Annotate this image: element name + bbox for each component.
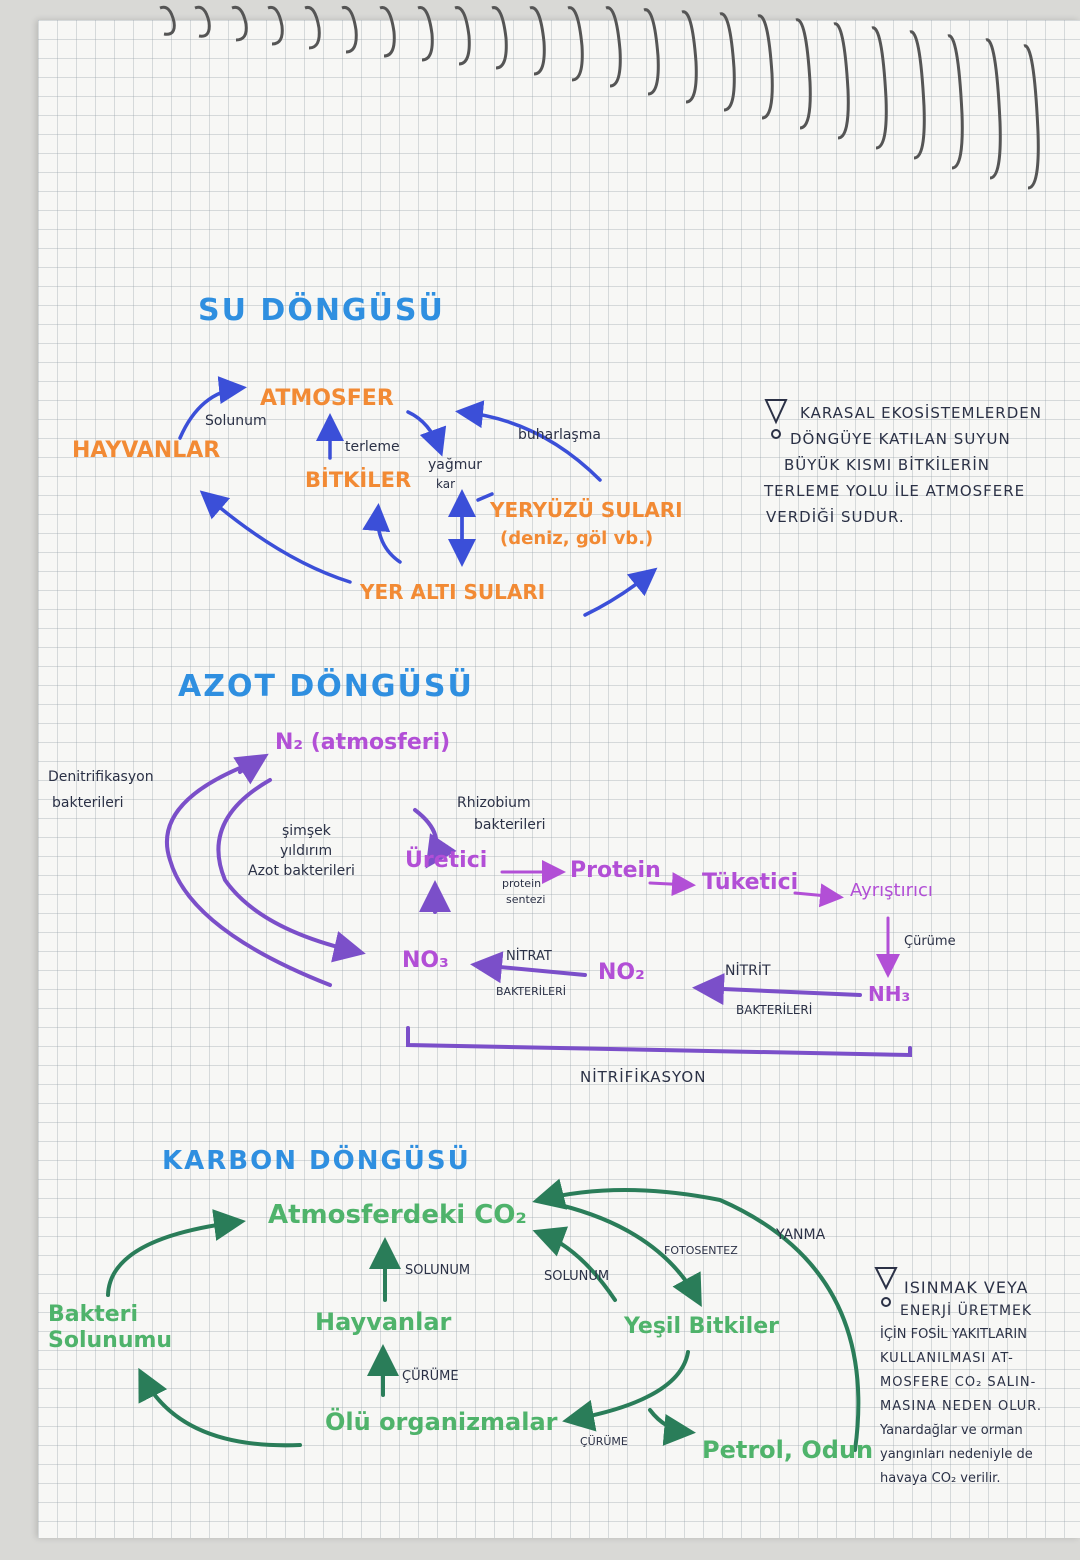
su-node-hayvanlar: HAYVANLAR [72, 438, 221, 463]
note1-line: TERLEME YOLU İLE ATMOSFERE [764, 482, 1026, 500]
azot-chain-arrows [500, 860, 900, 978]
azot-label-yildirim: yıldırım [280, 843, 333, 859]
azot-node-n2: N₂ (atmosferi) [275, 730, 451, 755]
azot-label-curume: Çürüme [904, 934, 956, 949]
note2-line: yangınları nedeniyle de [880, 1447, 1033, 1462]
su-node-atmosfer: ATMOSFER [260, 386, 394, 411]
azot-label-rhizobium: Rhizobium [457, 795, 531, 811]
note-bullets [764, 399, 898, 1307]
azot-label-protein-sentezi: sentezi [506, 893, 546, 906]
note1-line: DÖNGÜYE KATILAN SUYUN [790, 430, 1011, 448]
karbon-label-solunum: SOLUNUM [405, 1263, 471, 1278]
su-label-solunum: Solunum [205, 413, 267, 429]
azot-label-rhizobium-bak: bakterileri [474, 817, 546, 833]
note2-line: ISINMAK VEYA [904, 1278, 1029, 1297]
note2-line: havaya CO₂ verilir. [880, 1471, 1001, 1486]
azot-node-no2: NO₂ [598, 960, 645, 985]
azot-node-protein: Protein [570, 858, 661, 883]
azot-label-nitrat: NİTRAT [506, 949, 552, 964]
karbon-label-curume: ÇÜRÜME [580, 1435, 628, 1448]
note2-line: Yanardağlar ve orman [880, 1423, 1023, 1438]
note2-line: İÇİN FOSİL YAKITLARIN [880, 1327, 1027, 1342]
karbon-node-bakteri-solunumu: Solunumu [48, 1328, 173, 1353]
karbon-arrows [106, 1178, 861, 1452]
karbon-node-petrol-odun: Petrol, Odun [702, 1436, 874, 1464]
su-label-yagmur: yağmur [428, 457, 483, 473]
azot-label-simsek: şimşek [282, 823, 331, 839]
karbon-node-bakteri: Bakteri [48, 1302, 139, 1327]
note1-line: VERDİĞİ SUDUR. [766, 508, 905, 526]
su-node-yeryuzu-sub: (deniz, göl vb.) [500, 528, 654, 549]
azot-node-no3: NO₃ [402, 948, 449, 973]
note2-line: ENERJİ ÜRETMEK [900, 1303, 1033, 1319]
azot-node-nh3: NH₃ [868, 982, 911, 1006]
karbon-label-curume: ÇÜRÜME [402, 1369, 459, 1384]
su-node-yeralti: YER ALTI SULARI [360, 580, 546, 604]
su-title: SU DÖNGÜSÜ [198, 293, 445, 328]
su-label-terleme: terleme [345, 439, 400, 455]
karbon-title: KARBON DÖNGÜSÜ [162, 1146, 471, 1176]
azot-label-nitrit: NİTRİT [725, 963, 771, 979]
karbon-label-solunum: SOLUNUM [544, 1269, 610, 1284]
su-label-kar: kar [436, 477, 456, 491]
karbon-label-yanma: YANMA [776, 1227, 826, 1243]
notebook-page [38, 20, 1080, 1538]
karbon-node-olu-organizmalar: Ölü organizmalar [325, 1408, 558, 1436]
azot-arrows [164, 753, 912, 1058]
azot-label-nitrit-bak: BAKTERİLERİ [736, 1003, 813, 1017]
azot-label-denitrifikasyon-bak: bakterileri [52, 795, 124, 811]
azot-label-protein-sentezi: protein [502, 877, 542, 890]
karbon-node-hayvanlar: Hayvanlar [315, 1308, 452, 1336]
su-node-yeryuzu: YERYÜZÜ SULARI [490, 498, 683, 522]
spiral-binding [159, 5, 1040, 190]
azot-node-tuketici: Tüketici [702, 870, 799, 895]
su-label-buharlasma: buharlaşma [518, 427, 601, 443]
note2-line: MOSFERE CO₂ SALIN- [880, 1375, 1037, 1390]
note2-line: MASINA NEDEN OLUR. [880, 1399, 1043, 1414]
karbon-node-yesil-bitkiler: Yeşil Bitkiler [624, 1314, 779, 1339]
azot-label-nitrifikasyon: NİTRİFİKASYON [580, 1068, 707, 1086]
azot-node-ayristirici: Ayrıştırıcı [850, 880, 933, 901]
note2-line: KULLANILMASI AT- [880, 1351, 1014, 1366]
su-arrows [178, 376, 658, 617]
note1-line: BÜYÜK KISMI BİTKİLERİN [784, 456, 990, 474]
karbon-node-atm-co2: Atmosferdeki CO₂ [268, 1200, 527, 1230]
su-node-bitkiler: BİTKİLER [305, 468, 412, 492]
azot-title: AZOT DÖNGÜSÜ [178, 669, 474, 704]
azot-node-uretici: Üretici [405, 848, 488, 873]
karbon-label-fotosentez: FOTOSENTEZ [664, 1244, 738, 1257]
note1-line: KARASAL EKOSİSTEMLERDEN [800, 404, 1042, 422]
azot-label-denitrifikasyon: Denitrifikasyon [48, 769, 154, 785]
azot-label-nitrat-bak: BAKTERİLERİ [496, 985, 566, 998]
azot-label-azot-bakterileri: Azot bakterileri [248, 863, 355, 879]
